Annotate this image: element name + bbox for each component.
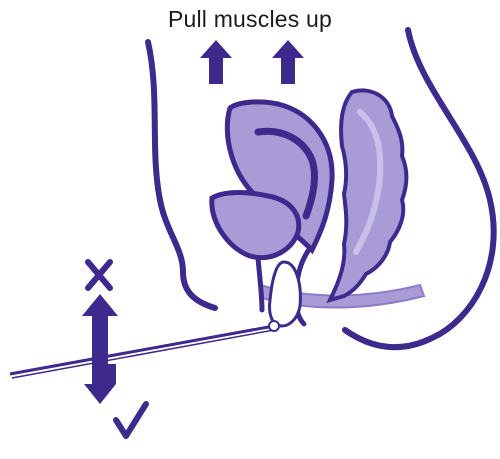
uterus-cavity xyxy=(254,127,318,220)
arrow-up-icon xyxy=(272,40,304,84)
rectum xyxy=(326,88,409,304)
cross-icon xyxy=(85,259,113,291)
probe-rod-inner xyxy=(11,329,275,379)
probe-rod xyxy=(9,324,275,376)
urethra xyxy=(255,255,265,313)
rectum-highlight xyxy=(353,109,384,255)
vaginal-probe xyxy=(268,260,302,328)
checkmark-icon xyxy=(113,401,149,439)
probe-connector xyxy=(268,320,280,332)
body-outline-left xyxy=(145,39,218,311)
arrow-up-icon xyxy=(200,40,232,84)
double-arrow-vertical-icon xyxy=(82,294,118,404)
body-outline-right xyxy=(342,27,497,350)
diagram-title: Pull muscles up xyxy=(167,6,333,32)
bladder xyxy=(209,190,302,260)
